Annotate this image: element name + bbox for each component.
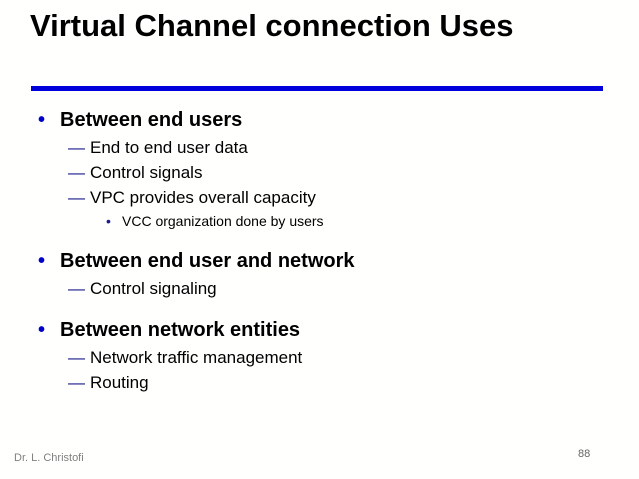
em-dash-icon: — [68,163,85,182]
outline-level2-item: — VPC provides overall capacity [68,185,639,210]
footer-author: Dr. L. Christofi [14,452,84,464]
em-dash-icon: — [68,348,85,367]
bullet-dot-icon: • [106,213,111,229]
footer-page-number: 88 [578,448,591,460]
outline-level1-item: • Between network entities [36,316,639,345]
section-spacer [0,232,639,241]
outline-level1-item: • Between end users [36,106,639,135]
outline-level2-item: — Network traffic management [68,345,639,370]
bullet-disc-icon: • [38,109,46,131]
outline-level2-label: Control signaling [90,279,217,298]
page-title: Virtual Channel connection Uses [30,8,514,43]
outline-level1-label: Between end users [60,109,243,131]
outline-level2-label: Network traffic management [90,348,303,367]
outline-level1-item: • Between end user and network [36,247,639,276]
em-dash-icon: — [68,279,85,298]
em-dash-icon: — [68,188,85,207]
outline-level2-label: End to end user data [90,138,248,157]
bullet-disc-icon: • [38,319,46,341]
em-dash-icon: — [68,373,85,392]
title-divider-rule [31,86,603,91]
outline-level2-label: VPC provides overall capacity [90,188,316,207]
outline-level2-item: — Control signaling [68,276,639,301]
outline-level2-item: — End to end user data [68,135,639,160]
outline-level1-label: Between end user and network [60,250,355,272]
outline-level2-item: — Control signals [68,160,639,185]
outline-level2-item: — Routing [68,370,639,395]
outline-level2-label: Routing [90,373,149,392]
outline-level3-item: • VCC organization done by users [104,210,639,232]
em-dash-icon: — [68,138,85,157]
slide-body-outline: • Between end users — End to end user da… [0,100,639,395]
outline-level2-label: Control signals [90,163,203,182]
outline-level3-label: VCC organization done by users [122,213,324,229]
bullet-disc-icon: • [38,250,46,272]
outline-level1-label: Between network entities [60,319,301,341]
section-spacer [0,301,639,310]
